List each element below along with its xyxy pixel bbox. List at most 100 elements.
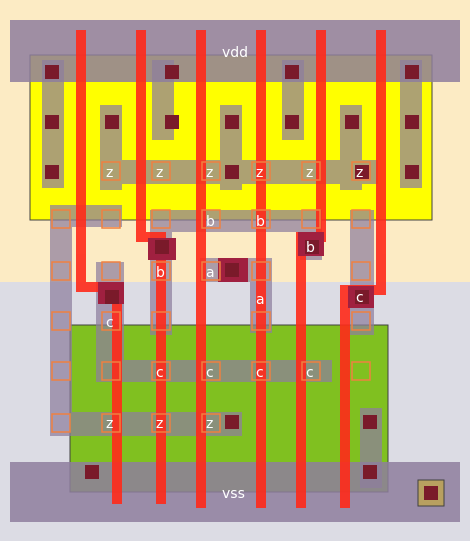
contact: [45, 115, 59, 129]
net-label-b: b: [206, 214, 215, 230]
via: [151, 413, 171, 433]
via: [201, 361, 221, 381]
via-outlines: [51, 161, 371, 433]
via: [201, 261, 221, 281]
contact: [45, 65, 59, 79]
contact: [405, 165, 419, 179]
net-label-z: z: [106, 416, 113, 432]
net-label-c: c: [256, 365, 264, 381]
via: [251, 311, 271, 331]
net-label-c: c: [106, 315, 114, 331]
net-label-z: z: [156, 165, 163, 181]
via: [301, 209, 321, 229]
vss-label: vss: [222, 486, 245, 502]
via: [201, 413, 221, 433]
net-label-a: a: [206, 265, 215, 281]
net-label-b: b: [306, 240, 315, 256]
via: [101, 413, 121, 433]
contact: [305, 240, 319, 254]
contact: [363, 415, 377, 429]
well-tap-contact: [424, 486, 438, 500]
via: [151, 161, 171, 181]
contacts: [45, 65, 419, 479]
via: [351, 209, 371, 229]
net-label-a: a: [256, 292, 265, 308]
net-label-z: z: [256, 165, 263, 181]
via: [351, 311, 371, 331]
via: [251, 261, 271, 281]
contact: [225, 415, 239, 429]
contact: [105, 290, 119, 304]
poly-gate-6-lower: [340, 285, 350, 508]
poly-gate-2-lower: [156, 232, 166, 504]
via: [51, 261, 71, 281]
contact: [105, 115, 119, 129]
poly-gate-4: [256, 30, 266, 508]
via: [151, 311, 171, 331]
via: [201, 161, 221, 181]
contact: [165, 65, 179, 79]
net-label-z: z: [156, 416, 163, 432]
net-label-z: z: [206, 165, 213, 181]
via: [51, 413, 71, 433]
contact: [85, 465, 99, 479]
contact: [155, 240, 169, 254]
via: [201, 209, 221, 229]
m1-c-bus: [96, 360, 332, 382]
contact: [363, 465, 377, 479]
via: [101, 361, 121, 381]
net-label-c: c: [356, 290, 364, 306]
net-label-z: z: [206, 416, 213, 432]
via: [251, 161, 271, 181]
via: [101, 161, 121, 181]
contact: [225, 115, 239, 129]
poly-gate-6: [376, 30, 386, 292]
m1-z-spine: [50, 205, 72, 435]
poly-gate-2-jog: [136, 232, 166, 242]
well-tap: [417, 479, 445, 507]
via: [301, 361, 321, 381]
contact: [405, 115, 419, 129]
via: [151, 261, 171, 281]
net-label-c: c: [206, 365, 214, 381]
contact: [165, 115, 179, 129]
via: [351, 261, 371, 281]
via: [301, 161, 321, 181]
net-label-b: b: [256, 214, 265, 230]
via: [101, 261, 121, 281]
contact: [225, 165, 239, 179]
net-label-z: z: [106, 165, 113, 181]
m1-b-bus: [150, 210, 322, 232]
poly-gate-2: [136, 30, 146, 242]
vdd-label: vdd: [222, 45, 248, 61]
contact: [225, 263, 239, 277]
via: [151, 361, 171, 381]
via: [51, 311, 71, 331]
contact: [345, 115, 359, 129]
contact: [405, 65, 419, 79]
via: [251, 209, 271, 229]
via: [351, 361, 371, 381]
net-label-b: b: [156, 265, 165, 281]
contact: [285, 115, 299, 129]
via: [251, 361, 271, 381]
poly-gate-1: [76, 30, 86, 292]
via: [101, 311, 121, 331]
net-label-c: c: [306, 365, 314, 381]
net-label-z: z: [356, 165, 363, 181]
poly-gate-5-lower: [296, 232, 306, 508]
contact: [355, 165, 369, 179]
contact: [285, 65, 299, 79]
via: [351, 161, 371, 181]
via: [101, 209, 121, 229]
via: [51, 361, 71, 381]
via: [51, 209, 71, 229]
poly-gate-5: [316, 30, 326, 240]
poly-gate-3: [196, 30, 206, 508]
contact: [45, 165, 59, 179]
poly-gate-1-lower: [112, 282, 122, 504]
net-label-c: c: [156, 365, 164, 381]
via: [151, 209, 171, 229]
